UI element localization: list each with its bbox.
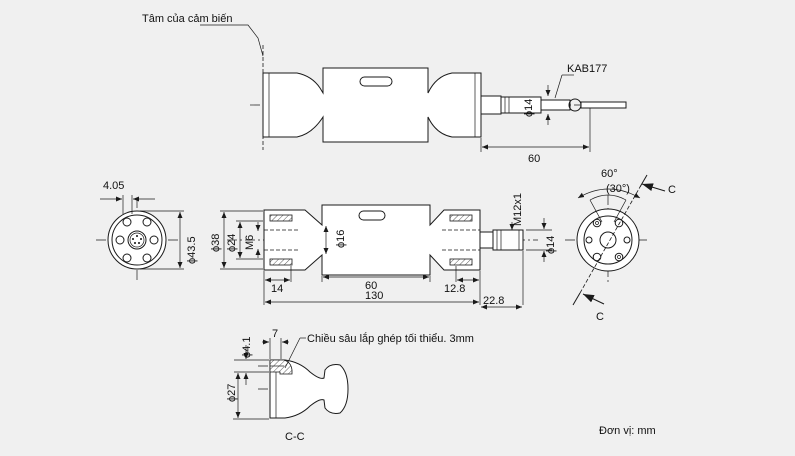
dim-4-05: 4.05: [103, 180, 124, 192]
top-body: [262, 67, 482, 143]
side-body: [263, 204, 481, 276]
dim-60-top: 60: [528, 153, 540, 165]
right-outer-circle: [576, 208, 640, 272]
side-connector: [479, 231, 494, 249]
dim-d14-top: ϕ14: [523, 99, 535, 117]
label-angle-60: 60°: [601, 168, 618, 180]
dim-22-8: 22.8: [483, 295, 504, 307]
dim-d27: ϕ27: [226, 384, 238, 402]
top-slot: [359, 76, 393, 87]
top-connector: [480, 95, 502, 115]
label-section-cc: C-C: [285, 431, 305, 443]
dim-d38: ϕ38: [210, 234, 222, 252]
dim-m6: M6: [244, 235, 256, 250]
dim-d24: ϕ24: [226, 234, 238, 252]
label-angle-30: (30°): [606, 183, 630, 195]
section-mark-top: C: [668, 184, 676, 196]
dim-12-8: 12.8: [444, 283, 465, 295]
dim-d4-1: ϕ4.1: [241, 337, 253, 358]
top-cable: [580, 101, 627, 109]
section-body: [269, 359, 349, 419]
dim-d16: ϕ16: [335, 230, 347, 248]
label-sensor-center: Tâm của cảm biến: [142, 13, 232, 25]
left-outer-circle: [107, 210, 167, 270]
leader-sensor-center: [200, 24, 264, 57]
left-end-view: 4.05 ϕ43.5: [96, 180, 198, 282]
dim-m12: M12x1: [512, 193, 524, 226]
dim-d14-side: ϕ14: [545, 236, 557, 254]
left-connector-socket: [127, 230, 147, 250]
label-unit: Đơn vị: mm: [599, 425, 656, 437]
side-view: ϕ38 ϕ24 M6 ϕ16 M12x1 ϕ14 14 60 12.8 130: [210, 193, 557, 310]
section-view: ϕ4.1 7 ϕ27 Chiều sâu lắp ghép tối thiểu.…: [226, 328, 474, 443]
dim-d43-5: ϕ43.5: [186, 236, 198, 264]
dim-130: 130: [365, 290, 383, 302]
section-mark-bottom: C: [596, 311, 604, 323]
label-mount-depth: Chiều sâu lắp ghép tối thiểu. 3mm: [307, 332, 474, 345]
side-slot: [358, 210, 386, 221]
right-end-view: 60° (30°) C C: [565, 168, 676, 323]
dim-60: 60: [365, 280, 377, 292]
top-view: Tâm của cảm biến ϕ14 KAB177 60: [142, 13, 627, 165]
dim-14: 14: [271, 283, 283, 295]
dim-7: 7: [272, 328, 278, 340]
label-cable: KAB177: [567, 63, 607, 75]
